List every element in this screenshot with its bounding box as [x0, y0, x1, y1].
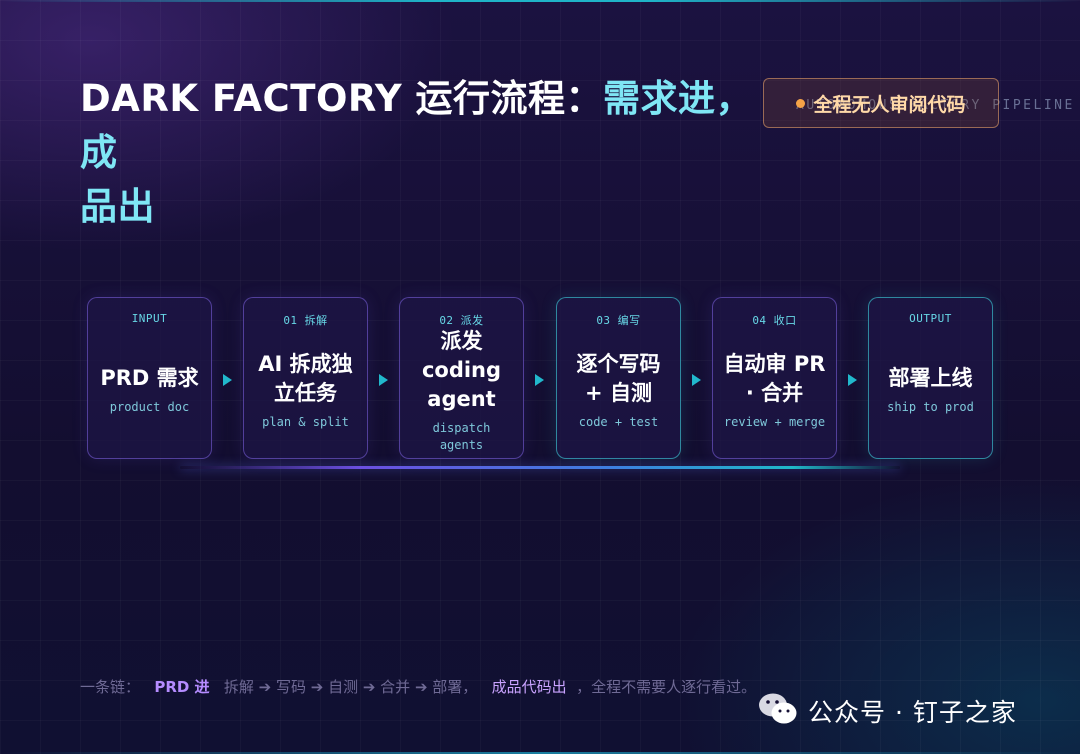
- bottom-accent-line: [0, 752, 1080, 754]
- no-review-badge: 全程无人审阅代码: [763, 78, 999, 128]
- footer-caption: 一条链： PRD 进 拆解 ➔ 写码 ➔ 自测 ➔ 合并 ➔ 部署， 成品代码出…: [80, 676, 756, 697]
- step-label: INPUT: [131, 312, 168, 325]
- status-dot-icon: [796, 98, 806, 108]
- step-name: 派发 coding agent: [421, 328, 502, 411]
- step-name: AI 拆成独立任务: [258, 351, 353, 405]
- step-name: 部署上线: [888, 366, 973, 390]
- title-highlight-line1: 需求进，成: [80, 77, 754, 174]
- step-code: 03 编写 逐个写码 + 自测 code + test: [556, 297, 681, 459]
- step-label: 03 编写: [596, 314, 641, 327]
- pipeline-glow-line: [180, 466, 900, 469]
- caption-prefix: 一条链：: [80, 678, 141, 696]
- step-dispatch: 02 派发 派发 coding agent dispatch agents: [399, 297, 524, 459]
- step-sub: review + merge: [723, 414, 826, 429]
- step-split: 01 拆解 AI 拆成独立任务 plan & split: [243, 297, 368, 459]
- title-highlight-line2: 品出: [80, 185, 155, 228]
- arrow-right-icon: [692, 374, 701, 386]
- step-label: OUTPUT: [909, 312, 952, 325]
- step-name: 逐个写码 + 自测: [576, 351, 661, 405]
- step-review: 04 收口 自动审 PR · 合并 review + merge: [712, 297, 837, 459]
- step-sub: dispatch agents: [432, 420, 491, 452]
- watermark-text: 公众号 · 钉子之家: [808, 698, 1017, 727]
- arrow-right-icon: [535, 374, 544, 386]
- arrow-right-icon: [223, 374, 232, 386]
- step-name: PRD 需求: [100, 366, 199, 390]
- badge-text: 全程无人审阅代码: [813, 93, 966, 116]
- caption-prd: PRD 进: [154, 678, 210, 696]
- step-sub: code + test: [578, 414, 659, 429]
- caption-product: 成品代码出: [491, 678, 567, 696]
- step-sub: ship to prod: [887, 400, 974, 414]
- wechat-icon: [758, 692, 798, 730]
- step-label: 04 收口: [752, 314, 797, 327]
- step-label: 01 拆解: [283, 314, 328, 327]
- step-input: INPUT PRD 需求 product doc: [87, 297, 212, 459]
- top-accent-line: [0, 0, 1080, 2]
- caption-suffix: ，全程不需要人逐行看过。: [576, 678, 757, 696]
- arrow-right-icon: [379, 374, 388, 386]
- page-title: DARK FACTORY 运行流程：需求进，成品出: [80, 72, 780, 234]
- step-sub: product doc: [109, 400, 190, 414]
- step-sub: plan & split: [262, 414, 349, 429]
- arrow-right-icon: [848, 374, 857, 386]
- step-label: 02 派发: [439, 314, 484, 327]
- step-output: OUTPUT 部署上线 ship to prod: [868, 297, 993, 459]
- eyebrow-label: AUTONOMOUS FACTORY PIPELINE: [796, 98, 1075, 113]
- caption-chain: 拆解 ➔ 写码 ➔ 自测 ➔ 合并 ➔ 部署，: [223, 678, 478, 696]
- step-name: 自动审 PR · 合并: [723, 351, 826, 405]
- watermark: 公众号 · 钉子之家: [758, 693, 1017, 729]
- title-main: DARK FACTORY 运行流程：: [80, 77, 604, 120]
